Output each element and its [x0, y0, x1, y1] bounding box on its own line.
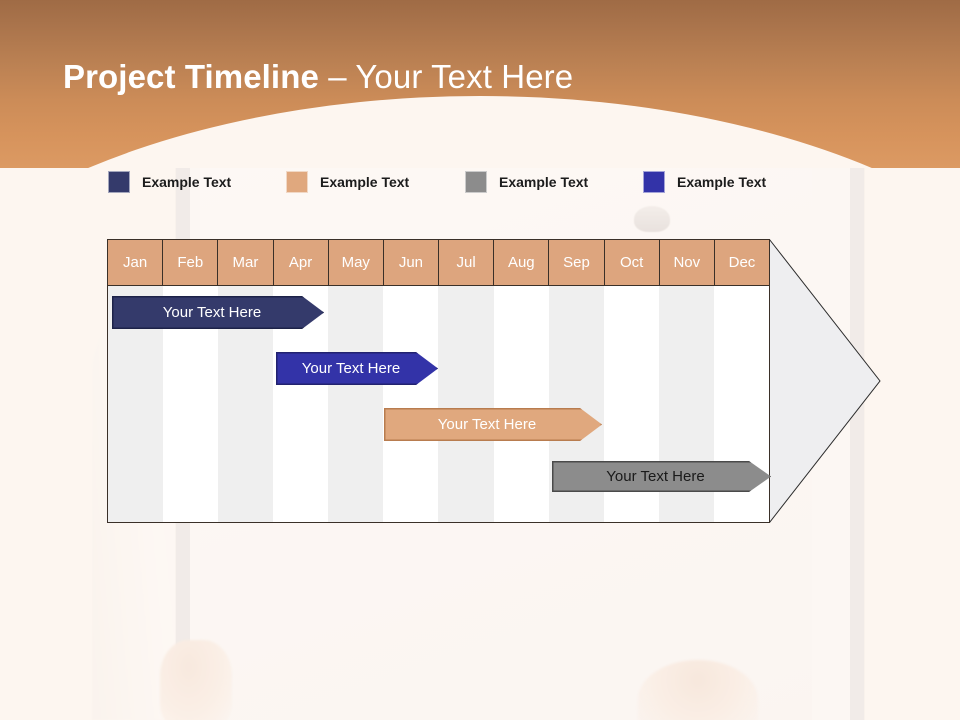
- month-cell-aug[interactable]: Aug: [494, 240, 550, 285]
- legend-swatch-icon-4: [643, 171, 665, 193]
- legend-label-3: Example Text: [499, 174, 589, 190]
- legend-label-1: Example Text: [142, 174, 232, 190]
- month-cell-may[interactable]: May: [328, 240, 384, 285]
- legend: Example Text Example Text Example Text E…: [108, 168, 848, 196]
- page-title-rest: Your Text Here: [355, 58, 574, 95]
- legend-item-3[interactable]: Example Text: [465, 168, 588, 196]
- month-cell-sep[interactable]: Sep: [549, 240, 605, 285]
- timeline-bar-3-label: Your Text Here: [437, 416, 537, 433]
- timeline-bar-1-label: Your Text Here: [162, 304, 262, 321]
- legend-swatch-icon-3: [465, 171, 487, 193]
- timeline-grid: Jan Feb Mar Apr May Jun Jul Aug Sep Oct …: [107, 239, 770, 523]
- timeline-bar-4-label: Your Text Here: [606, 468, 705, 485]
- timeline-bar-4[interactable]: Your Text Here: [552, 461, 771, 492]
- legend-label-4: Example Text: [677, 174, 767, 190]
- legend-swatch-icon-2: [286, 171, 308, 193]
- month-cell-dec[interactable]: Dec: [714, 240, 770, 285]
- page-title: Project Timeline – Your Text Here: [63, 58, 573, 96]
- timeline-column-may: [328, 286, 384, 522]
- month-cell-jul[interactable]: Jul: [439, 240, 495, 285]
- timeline-bar-1[interactable]: Your Text Here: [112, 296, 324, 329]
- header-banner: [0, 0, 960, 168]
- timeline-bar-2[interactable]: Your Text Here: [276, 352, 438, 385]
- legend-item-1[interactable]: Example Text: [108, 168, 231, 196]
- month-cell-apr[interactable]: Apr: [273, 240, 329, 285]
- month-cell-nov[interactable]: Nov: [659, 240, 715, 285]
- month-cell-feb[interactable]: Feb: [163, 240, 219, 285]
- timeline-bar-2-label: Your Text Here: [301, 360, 401, 377]
- legend-item-4[interactable]: Example Text: [643, 168, 766, 196]
- month-header-row: Jan Feb Mar Apr May Jun Jul Aug Sep Oct …: [108, 240, 770, 285]
- timeline-arrow-head-icon: [769, 239, 881, 523]
- month-cell-jan[interactable]: Jan: [108, 240, 164, 285]
- timeline-column-jun: [383, 286, 439, 522]
- timeline-bar-3[interactable]: Your Text Here: [384, 408, 602, 441]
- page-title-bold: Project Timeline: [63, 58, 319, 95]
- legend-swatch-icon-1: [108, 171, 130, 193]
- legend-label-2: Example Text: [320, 174, 410, 190]
- timeline-column-aug: [493, 286, 549, 522]
- month-cell-jun[interactable]: Jun: [383, 240, 440, 285]
- timeline-column-jul: [438, 286, 494, 522]
- month-cell-oct[interactable]: Oct: [604, 240, 660, 285]
- page-title-separator: –: [318, 58, 356, 95]
- legend-item-2[interactable]: Example Text: [286, 168, 409, 196]
- month-cell-mar[interactable]: Mar: [218, 240, 274, 285]
